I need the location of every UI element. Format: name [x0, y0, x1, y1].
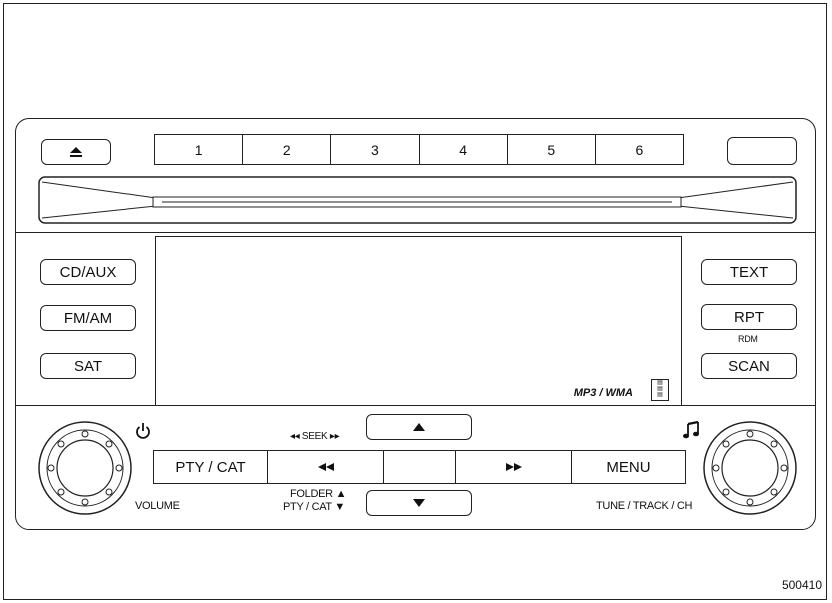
fm-am-button[interactable]: FM/AM	[40, 305, 136, 331]
down-arrow-icon	[413, 499, 425, 507]
panel-divider-top	[16, 232, 815, 233]
folder-label: FOLDER ▲	[290, 488, 347, 500]
mp3-wma-label: MP3 / WMA	[573, 387, 633, 399]
preset-button-6[interactable]: 6	[635, 141, 644, 158]
sat-button[interactable]: SAT	[40, 353, 136, 379]
preset-button-5[interactable]: 5	[508, 135, 596, 164]
volume-knob[interactable]	[35, 418, 135, 518]
seek-back-button[interactable]	[268, 451, 384, 483]
pty-cat-button[interactable]: PTY / CAT	[154, 451, 268, 483]
tune-track-ch-label: TUNE / TRACK / CH	[596, 500, 693, 512]
power-icon	[136, 423, 150, 439]
seek-down-button[interactable]	[366, 490, 472, 516]
menu-button[interactable]: MENU	[606, 458, 651, 476]
volume-label: VOLUME	[135, 500, 180, 512]
tune-knob[interactable]	[700, 418, 800, 518]
blank-button[interactable]	[727, 137, 797, 165]
preset-buttons: 1 2 3 4 5 6	[154, 134, 684, 165]
disc-icon: ▤▤▤	[651, 379, 669, 401]
fast-forward-icon	[505, 463, 522, 471]
seek-up-button[interactable]	[366, 414, 472, 440]
preset-button-2[interactable]: 2	[243, 135, 332, 164]
rewind-icon	[317, 463, 334, 471]
seek-label: ◂◂ SEEK ▸▸	[290, 431, 340, 442]
rpt-button[interactable]: RPT	[701, 304, 797, 330]
rdm-label: RDM	[738, 334, 758, 344]
text-button[interactable]: TEXT	[701, 259, 797, 285]
display-screen: MP3 / WMA ▤▤▤	[155, 236, 682, 406]
cd-aux-button[interactable]: CD/AUX	[40, 259, 136, 285]
preset-button-4[interactable]: 4	[420, 135, 508, 164]
center-blank-button[interactable]	[384, 451, 456, 483]
cd-slot	[38, 176, 797, 224]
center-control-row: PTY / CAT MENU	[153, 450, 686, 484]
figure-reference-number: 500410	[781, 578, 822, 592]
scan-button[interactable]: SCAN	[701, 353, 797, 379]
seek-forward-button[interactable]	[456, 451, 572, 483]
eject-icon	[70, 147, 82, 157]
up-arrow-icon	[413, 423, 425, 431]
eject-button[interactable]	[41, 139, 111, 165]
preset-button-3[interactable]: 3	[331, 135, 420, 164]
folder-pty-cat-label: PTY / CAT ▼	[283, 501, 345, 513]
preset-button-1[interactable]: 1	[155, 135, 244, 164]
music-note-icon	[683, 420, 699, 439]
